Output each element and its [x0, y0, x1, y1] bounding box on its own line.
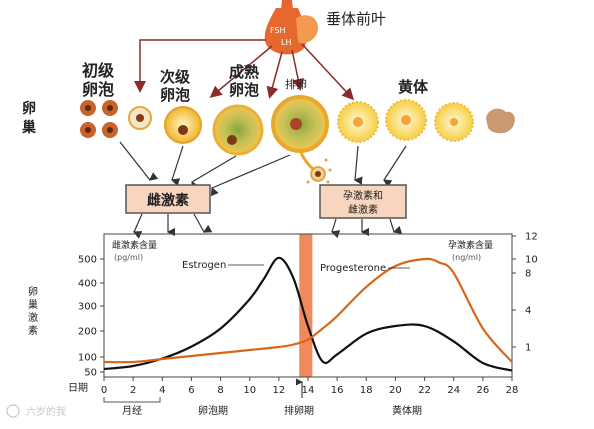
x-tick-label: 22: [418, 385, 431, 396]
x-tick-label: 8: [217, 385, 223, 396]
x-tick-label: 24: [447, 385, 460, 396]
left-tick-label: 200: [78, 327, 97, 338]
corpus-luteum-stages: [337, 99, 515, 143]
secondary-follicle-label-2: 卵泡: [160, 86, 190, 104]
right-axis: 12 10 8 4 1: [512, 232, 538, 354]
mature-follicle-label-1: 成熟: [229, 63, 259, 81]
x-tick-label: 16: [331, 385, 344, 396]
x-tick-label: 12: [272, 385, 285, 396]
ylabel-char-2: 巢: [28, 298, 38, 311]
box-estrogen-label: 雌激素: [147, 192, 189, 209]
corpus-luteum-label: 黄体: [398, 78, 429, 96]
x-tick-label: 2: [130, 385, 136, 396]
box-progesterone-label-2: 雌激素: [348, 203, 378, 216]
box-progesterone-label-1: 孕激素和: [343, 189, 383, 202]
left-tick-label: 50: [84, 368, 97, 379]
ylabel-char-4: 素: [28, 324, 38, 337]
phase-menses: 月经: [122, 404, 142, 417]
mature-follicle: [271, 95, 332, 184]
ovulation-label: 排卵: [285, 77, 307, 91]
progesterone-series-label: Progesterone: [320, 263, 386, 274]
left-tick-label: 500: [78, 255, 97, 266]
box-progesterone: 孕激素和 雌激素: [319, 184, 407, 219]
right-tick-label: 10: [525, 255, 538, 266]
phase-annotations: 月经 卵泡期 排卵期 黄体期: [103, 378, 422, 417]
x-tick-label: 18: [360, 385, 373, 396]
estrogen-series-label: Estrogen: [182, 260, 226, 271]
progesterone-line: [103, 257, 513, 364]
ovary-label-2: 巢: [21, 119, 37, 136]
x-tick-label: 26: [476, 385, 489, 396]
follicle-arrows: [119, 141, 407, 197]
pituitary-arrows: [134, 39, 355, 101]
left-axis-unit: (pg/ml): [114, 253, 143, 262]
left-axis: 500 400 300 200 100 50: [78, 255, 104, 379]
x-tick-label: 0: [101, 385, 107, 396]
ylabel-char-1: 卵: [28, 286, 38, 298]
x-tick-label: 10: [243, 385, 256, 396]
fsh-label: FSH: [270, 26, 286, 35]
x-tick-label: 6: [188, 385, 194, 396]
box-estrogen: 雌激素: [125, 184, 211, 214]
estrogen-line: [103, 256, 513, 372]
x-tick-label: 4: [159, 385, 165, 396]
ovary-label-1: 卵: [22, 100, 36, 117]
left-tick-label: 100: [78, 353, 97, 364]
primary-follicle-label-2: 卵泡: [82, 80, 114, 99]
right-tick-label: 1: [525, 343, 531, 354]
box-arrows: [132, 213, 403, 239]
right-tick-label: 8: [525, 269, 531, 280]
mature-follicle-label-2: 卵泡: [229, 81, 259, 99]
phase-ovulation: 排卵期: [284, 404, 314, 417]
right-axis-unit: (ng/ml): [452, 253, 481, 262]
x-tick-label: 28: [506, 385, 519, 396]
secondary-follicle: [164, 106, 202, 144]
phase-luteal: 黄体期: [392, 404, 422, 417]
watermark-text: 六岁的我: [26, 405, 66, 418]
left-tick-label: 300: [78, 302, 97, 313]
right-tick-label: 12: [525, 232, 538, 243]
primary-follicle-label-1: 初级: [82, 61, 115, 80]
pituitary-label: 垂体前叶: [326, 10, 386, 28]
watermark: 六岁的我: [6, 404, 66, 418]
x-tick-label: 14: [302, 385, 315, 396]
pituitary-gland: FSH LH: [264, 0, 318, 55]
right-tick-label: 4: [525, 306, 531, 317]
x-axis-title: 日期: [68, 382, 88, 394]
growing-follicle: [212, 104, 264, 156]
secondary-follicle-label-1: 次级: [160, 68, 191, 86]
right-axis-title: 孕激素含量: [448, 239, 493, 251]
ylabel-char-3: 激: [28, 311, 38, 324]
left-tick-label: 400: [78, 279, 97, 290]
x-tick-label: 20: [389, 385, 402, 396]
left-axis-title: 雌激素含量: [112, 239, 157, 251]
phase-follicular: 卵泡期: [198, 404, 228, 417]
primary-follicles: [80, 100, 152, 138]
lh-label: LH: [281, 38, 291, 47]
